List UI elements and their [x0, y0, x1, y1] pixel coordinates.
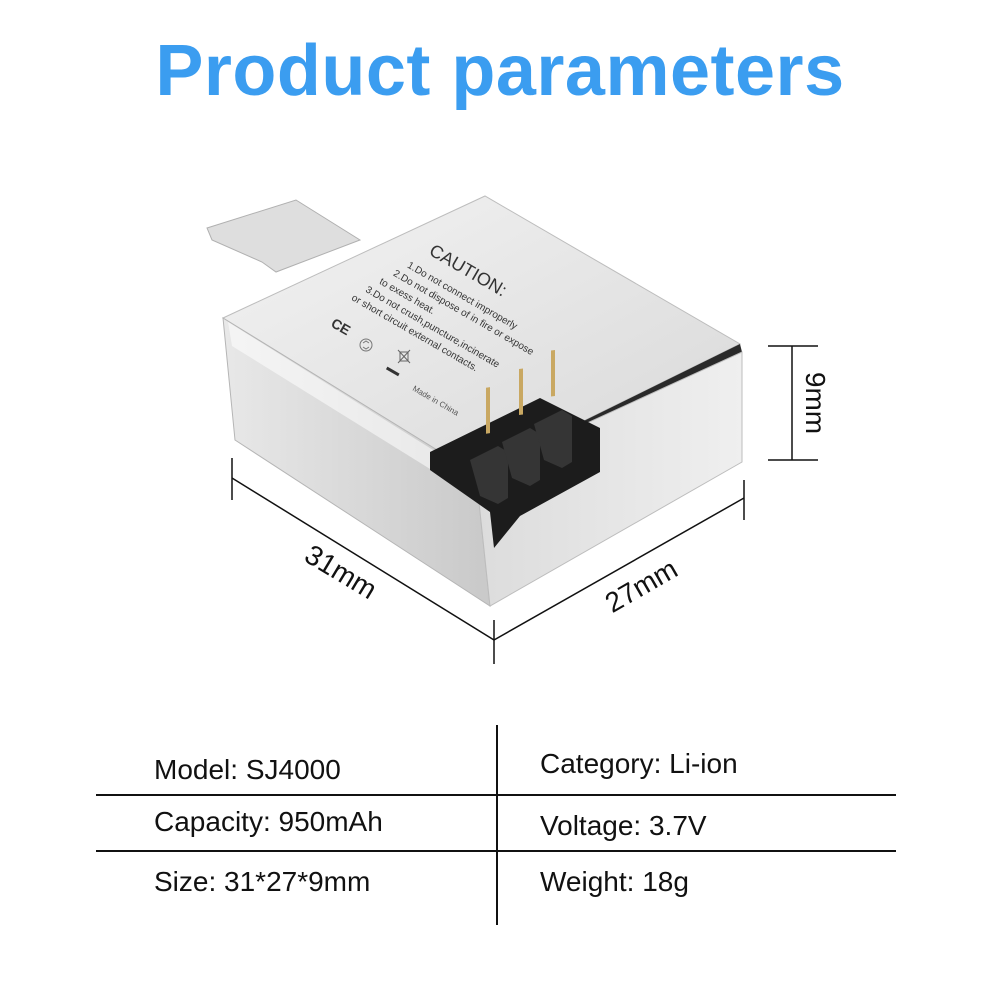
label-bar: [385, 366, 400, 377]
spec-size: Size: 31*27*9mm: [154, 866, 371, 897]
pull-tab: [206, 199, 362, 273]
battery-figure: CAUTION: 1.Do not connect improperly 2.D…: [206, 195, 831, 664]
spec-model: Model: SJ4000: [154, 754, 341, 785]
battery-right-face: [475, 351, 743, 607]
table-divider-row-2: [96, 850, 896, 852]
dimension-height: [768, 345, 818, 461]
dimension-length: [231, 458, 495, 664]
dimension-width: [493, 480, 745, 641]
spec-capacity: Capacity: 950mAh: [154, 806, 383, 837]
spec-voltage: Voltage: 3.7V: [540, 810, 707, 841]
dimension-width-label: 27mm: [600, 553, 683, 619]
recycle-icon: [359, 338, 373, 352]
connector-pins: [470, 349, 572, 504]
crossed-bin-icon: [397, 349, 411, 364]
table-divider-vertical: [496, 725, 498, 925]
dimension-height-label: 9mm: [800, 372, 831, 434]
page-title: Product parameters: [155, 31, 845, 111]
dimension-length-label: 31mm: [300, 539, 383, 606]
spec-weight: Weight: 18g: [540, 866, 689, 897]
spec-category: Category: Li-ion: [540, 748, 738, 779]
table-divider-row-1: [96, 794, 896, 796]
